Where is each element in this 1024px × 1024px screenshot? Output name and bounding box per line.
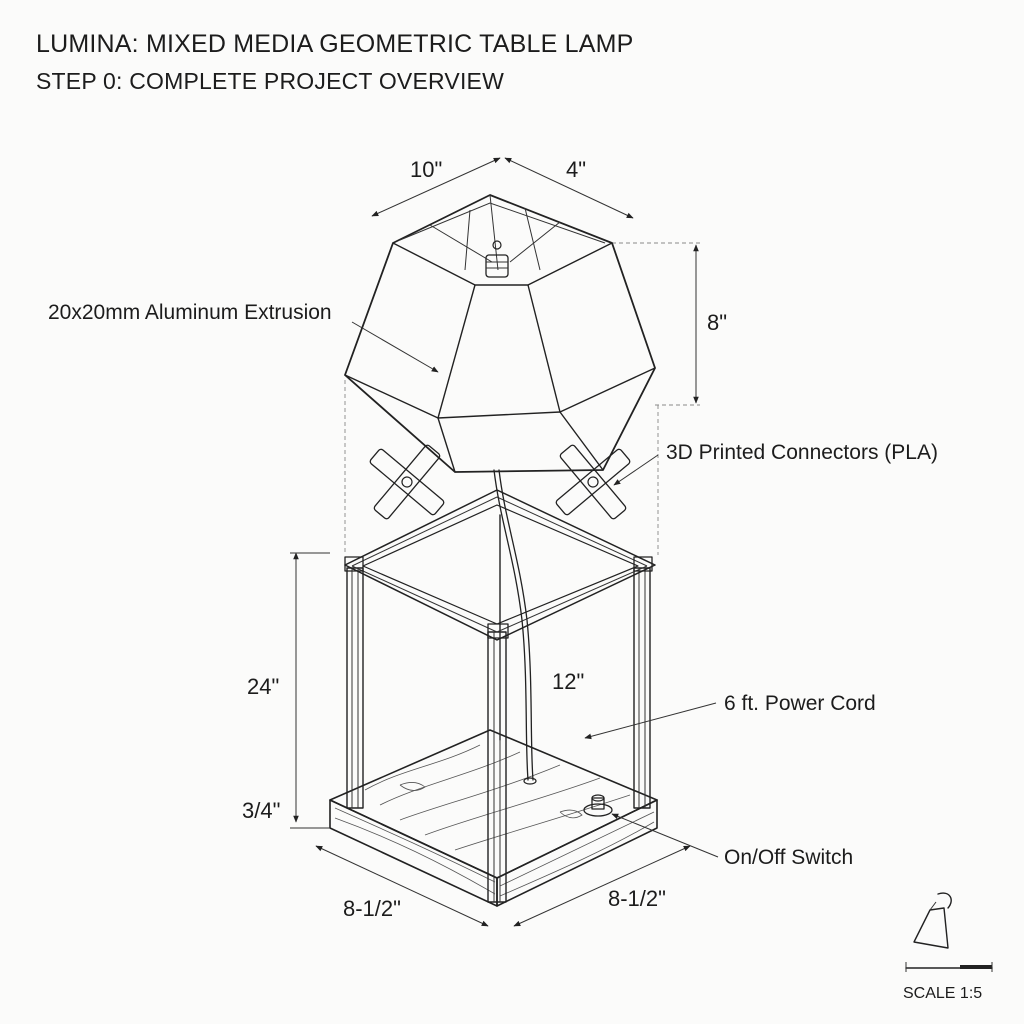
scale-label: SCALE 1:5 — [903, 985, 982, 1002]
dim-shade-width: 10" — [410, 157, 442, 182]
connector-left — [369, 444, 445, 520]
drawing-subtitle: STEP 0: COMPLETE PROJECT OVERVIEW — [36, 68, 504, 94]
callout-switch: On/Off Switch — [724, 846, 853, 869]
dim-shade-height: 8" — [707, 310, 727, 335]
scale-block — [905, 892, 993, 972]
dim-base-thickness: 3/4" — [242, 798, 280, 823]
drawing-title: LUMINA: MIXED MEDIA GEOMETRIC TABLE LAMP — [36, 30, 634, 58]
connector-right — [555, 444, 631, 520]
dim-shade-depth: 4" — [566, 157, 586, 182]
leader-lines — [351, 321, 719, 858]
callout-power-cord: 6 ft. Power Cord — [724, 692, 876, 715]
power-cord — [493, 469, 537, 785]
lamp-shade — [344, 194, 656, 473]
dim-frame-height: 24" — [247, 674, 279, 699]
aluminum-frame — [344, 489, 656, 903]
dim-inner-height: 12" — [552, 669, 584, 694]
switch-icon — [583, 794, 613, 817]
dimension-lines — [290, 157, 699, 927]
construction-lines — [344, 242, 700, 555]
callout-aluminum-extrusion: 20x20mm Aluminum Extrusion — [48, 301, 332, 324]
lamp-thumbnail-icon — [913, 892, 952, 949]
dim-base-front: 8-1/2" — [343, 896, 401, 921]
callout-connectors: 3D Printed Connectors (PLA) — [666, 441, 938, 464]
dim-base-side: 8-1/2" — [608, 886, 666, 911]
